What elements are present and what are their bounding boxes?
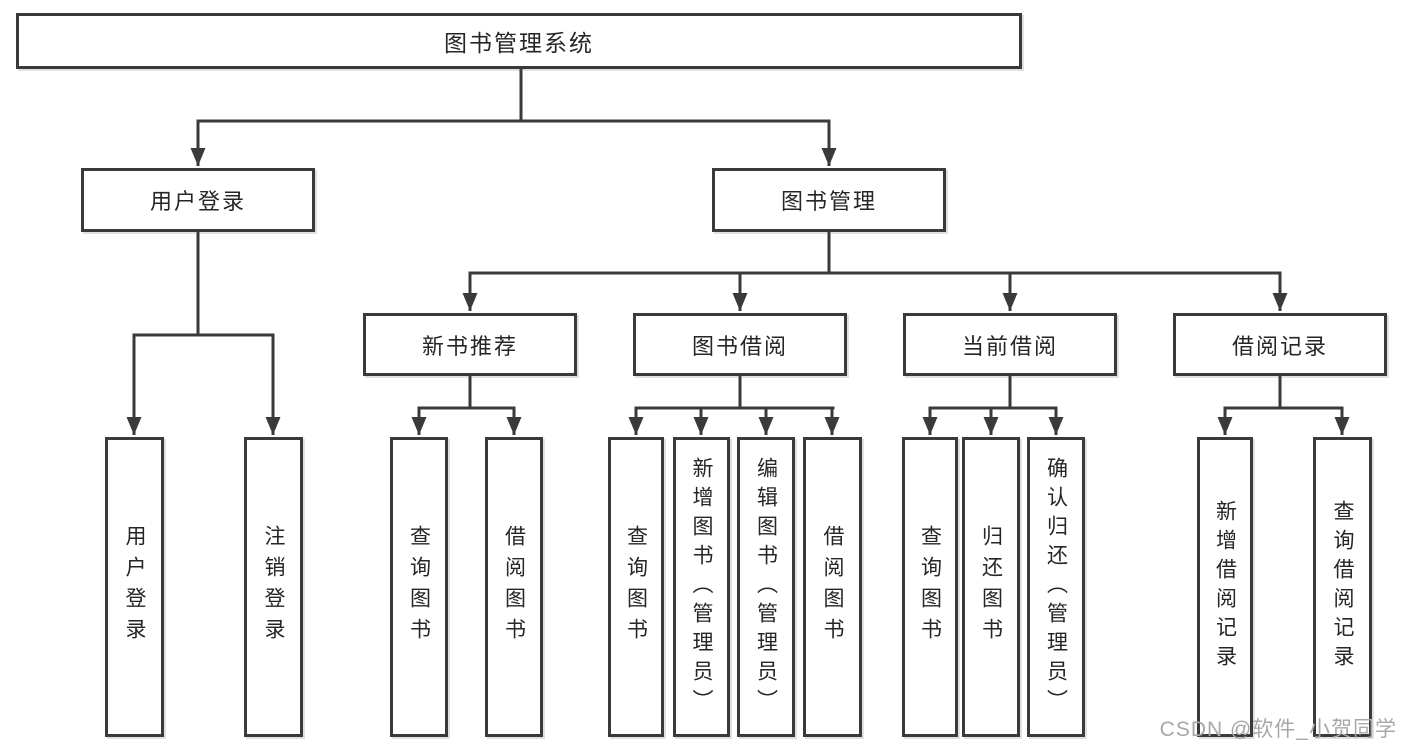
leaf-edit-books-admin: 编辑图书（管理员） xyxy=(737,437,795,737)
connector-book-management-to-level3 xyxy=(462,232,1288,311)
leaf-query-borrow-record-label: 查询借阅记录 xyxy=(1331,500,1354,674)
watermark-text: CSDN @软件_小贺同学 xyxy=(1159,718,1397,741)
leaf-query-books-recommend-label: 查询图书 xyxy=(407,525,431,649)
connector-user-login-to-leaves xyxy=(126,232,281,435)
connector-new-book-recommend-to-leaves xyxy=(411,376,522,435)
leaf-query-books-borrowing-label: 查询图书 xyxy=(624,525,648,649)
node-new-book-recommend: 新书推荐 xyxy=(363,313,577,376)
leaf-query-books-current-label: 查询图书 xyxy=(918,525,942,649)
leaf-borrow-books-recommend: 借阅图书 xyxy=(485,437,543,737)
leaf-add-books-admin-label: 新增图书（管理员） xyxy=(690,456,713,718)
leaf-query-books-current: 查询图书 xyxy=(902,437,958,737)
leaf-borrow-books-recommend-label: 借阅图书 xyxy=(502,525,526,649)
leaf-add-borrow-record: 新增借阅记录 xyxy=(1197,437,1253,737)
leaf-query-borrow-record: 查询借阅记录 xyxy=(1313,437,1372,737)
node-borrow-records: 借阅记录 xyxy=(1173,313,1387,376)
leaf-logout: 注销登录 xyxy=(244,437,303,737)
node-book-borrowing-label: 图书借阅 xyxy=(691,333,788,359)
node-user-login: 用户登录 xyxy=(81,168,315,232)
node-current-borrowing-label: 当前借阅 xyxy=(961,333,1058,359)
leaf-return-books-label: 归还图书 xyxy=(979,525,1003,649)
node-new-book-recommend-label: 新书推荐 xyxy=(421,333,518,359)
leaf-borrow-books-borrowing-label: 借阅图书 xyxy=(821,525,844,649)
leaf-edit-books-admin-label: 编辑图书（管理员） xyxy=(754,456,778,718)
leaf-return-books: 归还图书 xyxy=(962,437,1020,737)
node-book-management: 图书管理 xyxy=(712,168,946,232)
node-book-management-label: 图书管理 xyxy=(780,189,877,214)
leaf-logout-label: 注销登录 xyxy=(262,525,285,649)
leaf-user-login: 用户登录 xyxy=(105,437,164,737)
leaf-query-books-borrowing: 查询图书 xyxy=(608,437,664,737)
leaf-confirm-return-admin-label: 确认归还（管理员） xyxy=(1044,456,1068,718)
node-book-borrowing: 图书借阅 xyxy=(633,313,847,376)
node-root-label: 图书管理系统 xyxy=(444,30,594,56)
leaf-add-borrow-record-label: 新增借阅记录 xyxy=(1213,500,1237,674)
connector-book-borrowing-to-leaves xyxy=(628,376,840,435)
leaf-borrow-books-borrowing: 借阅图书 xyxy=(803,437,862,737)
leaf-add-books-admin: 新增图书（管理员） xyxy=(673,437,730,737)
leaf-confirm-return-admin: 确认归还（管理员） xyxy=(1027,437,1085,737)
connector-borrow-records-to-leaves xyxy=(1217,376,1350,435)
leaf-user-login-label: 用户登录 xyxy=(123,525,146,649)
node-borrow-records-label: 借阅记录 xyxy=(1231,333,1328,359)
leaf-query-books-recommend: 查询图书 xyxy=(390,437,448,737)
connector-root-to-level2 xyxy=(190,69,837,166)
node-root: 图书管理系统 xyxy=(16,13,1022,69)
node-current-borrowing: 当前借阅 xyxy=(903,313,1117,376)
node-user-login-label: 用户登录 xyxy=(149,189,246,214)
connector-current-borrowing-to-leaves xyxy=(922,376,1064,435)
